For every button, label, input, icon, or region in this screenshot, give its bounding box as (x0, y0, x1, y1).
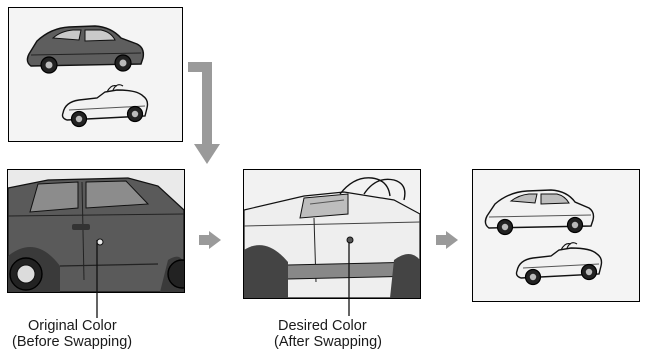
right-arrow-icon-2 (436, 231, 458, 249)
dark-sedan-icon (26, 25, 145, 74)
original-color-label-line2: (Before Swapping) (12, 334, 133, 350)
original-color-label-line1: Original Color (28, 318, 117, 334)
desired-color-pointer-dot (346, 236, 354, 244)
source-image-frame (8, 7, 183, 142)
desired-pointer-line (348, 242, 350, 316)
down-arrow-icon (188, 62, 220, 164)
right-arrow-icon-1 (199, 231, 221, 249)
original-color-label: Original Color (Before Swapping) (12, 318, 132, 350)
desired-color-frame (243, 169, 421, 299)
white-convertible-icon (61, 84, 149, 128)
result-image-frame (472, 169, 640, 302)
desired-color-label-line1: Desired Color (278, 318, 367, 334)
white-sedan-icon (484, 189, 595, 236)
desired-color-label: Desired Color (After Swapping) (274, 318, 382, 350)
white-convertible-icon-result (515, 242, 603, 286)
original-pointer-line (96, 240, 98, 318)
desired-color-label-line2: (After Swapping) (274, 334, 382, 350)
original-color-frame (7, 169, 185, 293)
